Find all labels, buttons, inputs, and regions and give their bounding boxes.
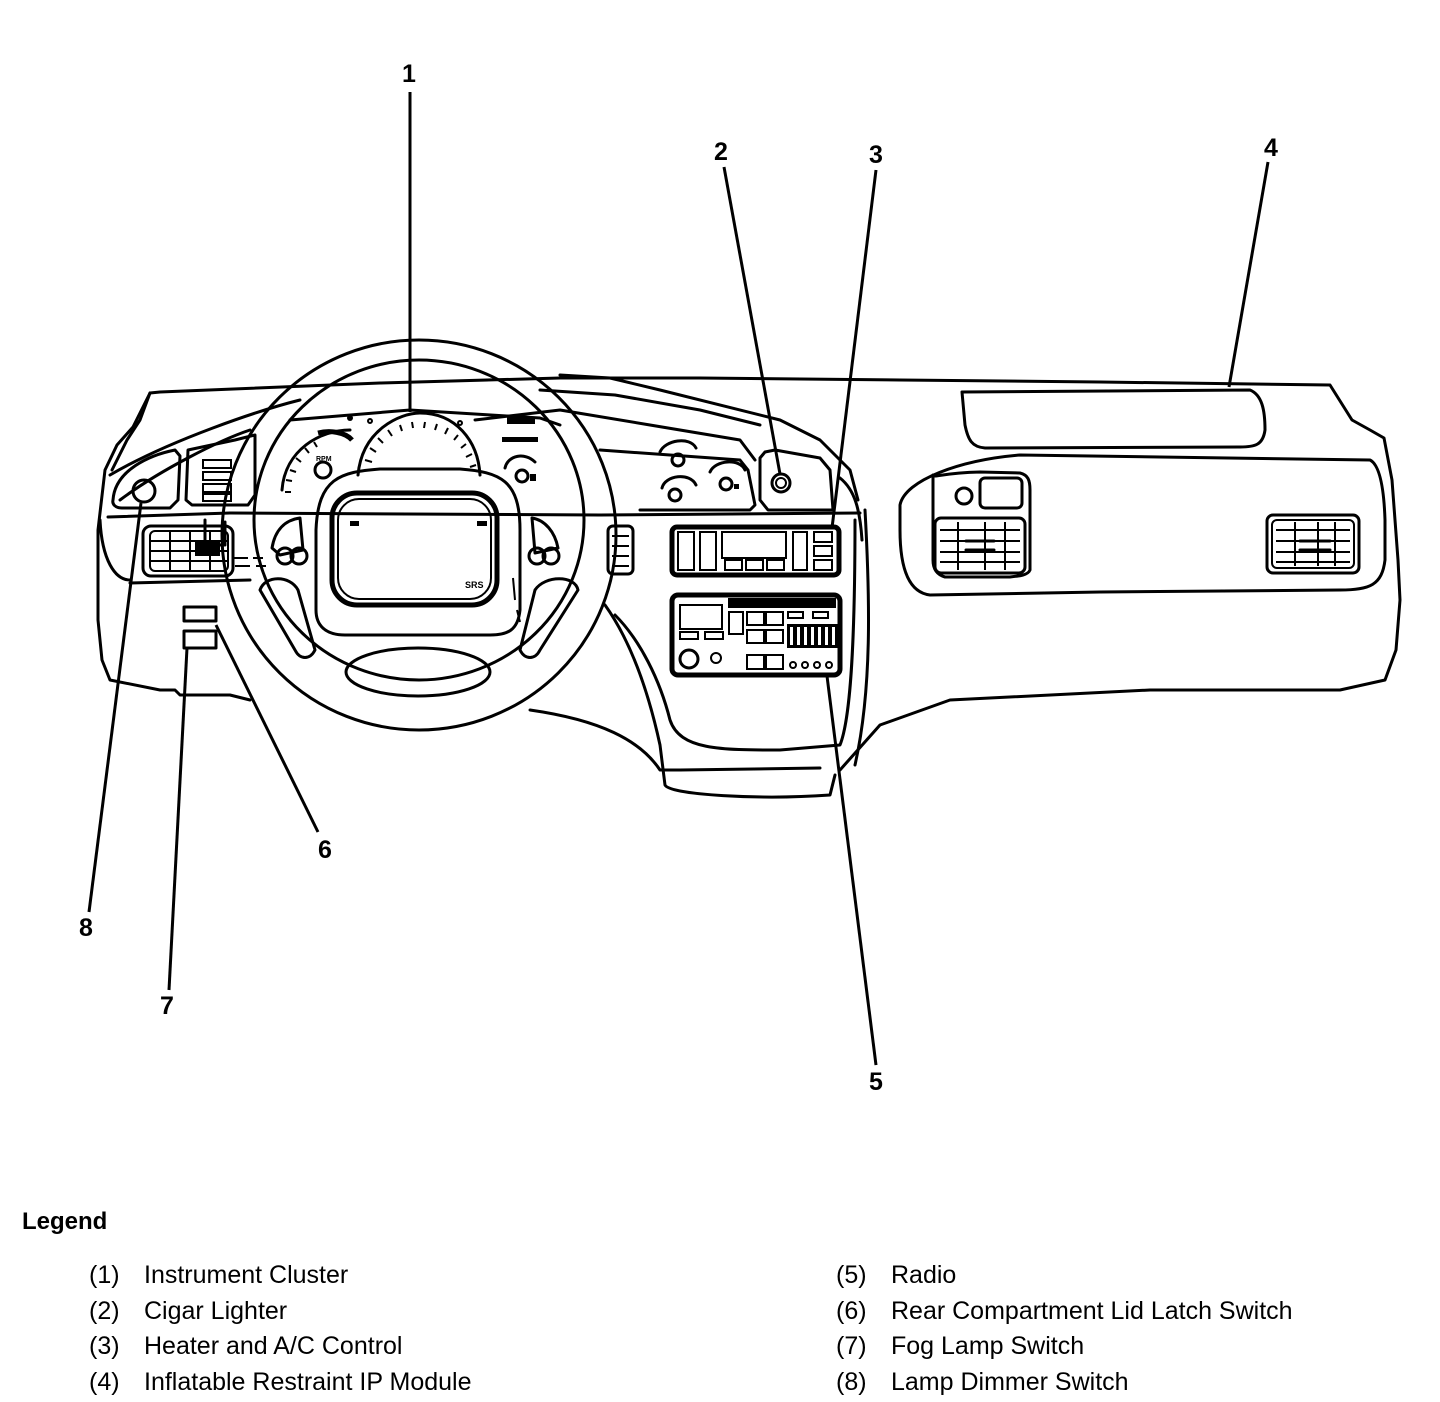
center-console [528, 508, 871, 799]
legend-number: (5) [836, 1261, 867, 1290]
legend-item: (4) Inflatable Restraint IP Module [89, 1365, 472, 1401]
callout-7: 7 [160, 992, 174, 1020]
radio [669, 592, 843, 678]
passenger-left-vent [931, 470, 1032, 579]
center-left-vent [606, 524, 635, 576]
left-switch-pod [106, 433, 257, 585]
legend-label: Lamp Dimmer Switch [891, 1367, 1129, 1396]
leader-lines [87, 92, 1270, 1066]
legend-column-right: (5) Radio (6) Rear Compartment Lid Latch… [836, 1258, 1293, 1400]
legend-number: (2) [89, 1296, 120, 1325]
dash-brow-lines [108, 373, 860, 502]
passenger-dash [898, 453, 1387, 597]
callout-5: 5 [869, 1068, 883, 1096]
legend-label: Fog Lamp Switch [891, 1332, 1085, 1361]
callout-1: 1 [402, 60, 416, 88]
leader-3 [830, 169, 878, 529]
left-air-vent [141, 518, 235, 578]
legend-number: (3) [89, 1332, 120, 1361]
legend-item: (8) Lamp Dimmer Switch [836, 1365, 1293, 1401]
legend-item: (2) Cigar Lighter [89, 1294, 472, 1330]
fog-lamp-switch [182, 629, 218, 650]
legend-label: Rear Compartment Lid Latch Switch [891, 1296, 1293, 1325]
legend-item: (1) Instrument Cluster [89, 1258, 472, 1294]
callout-3: 3 [869, 141, 883, 169]
legend-item: (3) Heater and A/C Control [89, 1329, 472, 1365]
legend-item: (5) Radio [836, 1258, 1293, 1294]
leader-8 [87, 502, 143, 913]
legend-item: (6) Rear Compartment Lid Latch Switch [836, 1294, 1293, 1330]
instrument-panel-diagram: RPM [87, 92, 1402, 1066]
steering-wheel: SRS [220, 338, 618, 732]
legend-number: (7) [836, 1332, 867, 1361]
cigar-lighter-pod [758, 448, 864, 542]
inflatable-restraint-ip-module [960, 388, 1267, 450]
srs-label: SRS [465, 580, 484, 590]
legend-label: Radio [891, 1261, 957, 1290]
svg-text:RPM: RPM [316, 456, 332, 463]
legend-column-left: (1) Instrument Cluster (2) Cigar Lighter… [89, 1258, 472, 1400]
callout-8: 8 [79, 914, 93, 942]
left-lower-switches [182, 605, 218, 650]
legend-title: Legend [22, 1208, 108, 1235]
dash-shelf-line [228, 511, 862, 517]
leader-4 [1227, 161, 1270, 388]
callout-4: 4 [1264, 134, 1278, 162]
legend-label: Inflatable Restraint IP Module [144, 1367, 472, 1396]
legend-number: (6) [836, 1296, 867, 1325]
legend-number: (8) [836, 1367, 867, 1396]
legend-number: (1) [89, 1261, 120, 1290]
callout-6: 6 [318, 836, 332, 864]
lamp-dimmer-knob [131, 478, 157, 504]
legend-label: Heater and A/C Control [144, 1332, 403, 1361]
leader-6 [214, 624, 320, 833]
legend-number: (4) [89, 1367, 120, 1396]
legend-label: Cigar Lighter [144, 1296, 288, 1325]
passenger-right-vent [1265, 513, 1361, 575]
instrument-cluster: RPM [280, 408, 562, 493]
heater-ac-control [669, 524, 842, 578]
auxiliary-gauges [598, 439, 757, 512]
cigar-lighter [770, 472, 792, 494]
leader-5 [825, 675, 878, 1066]
legend-item: (7) Fog Lamp Switch [836, 1329, 1293, 1365]
callout-2: 2 [714, 138, 728, 166]
legend-label: Instrument Cluster [144, 1261, 349, 1290]
leader-2 [722, 166, 782, 475]
rear-compartment-lid-latch-switch [182, 605, 218, 623]
leader-7 [167, 647, 189, 991]
